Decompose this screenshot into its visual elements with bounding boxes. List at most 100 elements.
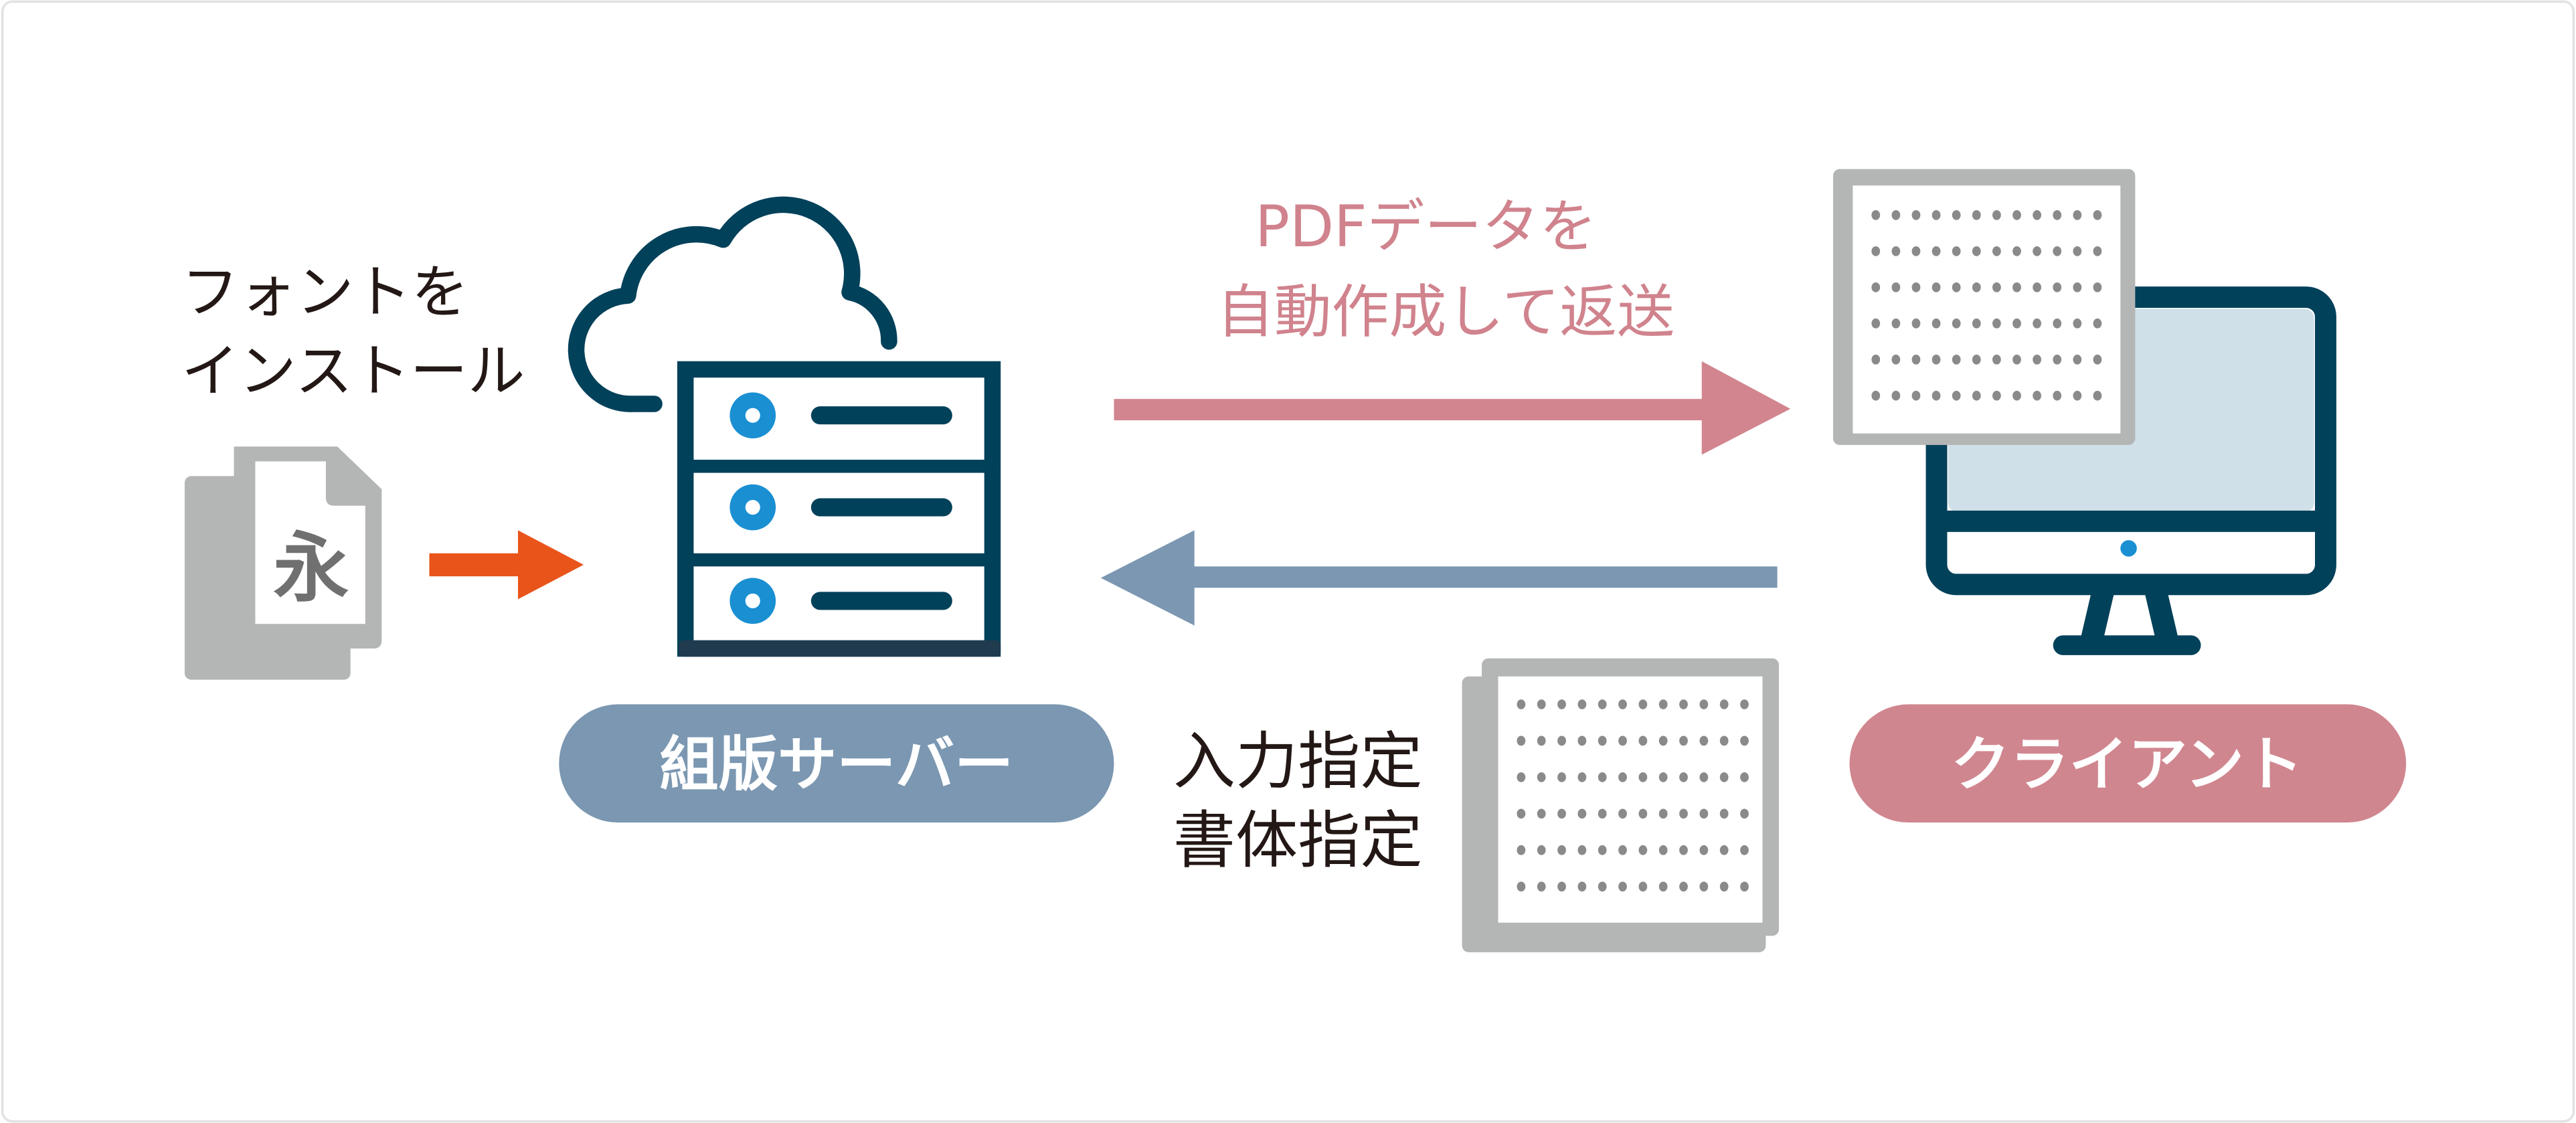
text-dot — [1517, 736, 1526, 746]
text-dot — [2053, 318, 2062, 329]
text-dot — [1931, 282, 1941, 292]
text-dot — [1911, 390, 1921, 401]
text-dot — [1537, 845, 1546, 855]
pdf-return-arrow — [1114, 361, 1791, 455]
text-dot — [1517, 772, 1526, 782]
cloud-icon — [568, 196, 897, 412]
text-dot — [1658, 736, 1668, 746]
request-note-line2: 書体指定 — [1173, 804, 1423, 877]
text-dot — [1517, 808, 1526, 819]
server-label: 組版サーバー — [659, 730, 1013, 799]
text-dot — [1972, 210, 1981, 220]
text-dot — [1931, 246, 1941, 256]
text-dot — [1699, 736, 1709, 746]
text-dot — [2053, 246, 2062, 256]
text-dot — [1891, 246, 1901, 256]
text-dot — [1598, 881, 1607, 892]
text-dot — [1638, 808, 1648, 819]
text-dot — [1911, 318, 1921, 329]
text-dot — [1972, 318, 1981, 329]
text-dot — [1577, 772, 1587, 782]
text-dot — [2033, 246, 2041, 256]
text-dot — [1638, 772, 1648, 782]
install-note-line2: インストール — [181, 338, 525, 405]
text-dot — [1679, 699, 1688, 709]
server-led — [729, 484, 776, 531]
text-dot — [1598, 736, 1607, 746]
text-dot — [1719, 808, 1729, 819]
text-dot — [1871, 210, 1881, 220]
spec-document-icon — [1462, 658, 1780, 952]
font-file-icon: 永 — [184, 446, 382, 680]
text-dot — [1911, 282, 1921, 292]
text-dot — [1557, 736, 1566, 746]
text-dot — [2012, 318, 2021, 329]
text-dot — [1557, 699, 1566, 709]
text-dot — [2033, 318, 2041, 329]
text-dot — [1740, 881, 1749, 892]
text-dot — [2012, 282, 2021, 292]
text-dot — [2073, 390, 2082, 401]
text-dot — [1598, 772, 1607, 782]
text-dot — [1517, 881, 1526, 892]
text-dot — [1557, 881, 1566, 892]
text-dot — [1719, 772, 1729, 782]
client-label: クライアント — [1951, 730, 2303, 799]
install-note-line1: フォントを — [181, 259, 468, 326]
pdf-note-line1: PDFデータを — [1255, 193, 1597, 260]
text-dot — [1972, 354, 1981, 365]
text-dot — [2012, 390, 2021, 401]
text-dot — [1992, 210, 2001, 220]
text-dot — [1952, 318, 1961, 329]
server-led — [729, 392, 776, 439]
text-dot — [1598, 808, 1607, 819]
text-dot — [2073, 318, 2082, 329]
text-dot — [1537, 699, 1546, 709]
text-dot — [1537, 736, 1546, 746]
text-dot — [1679, 881, 1688, 892]
text-dot — [1557, 808, 1566, 819]
text-dot — [2093, 318, 2102, 329]
text-dot — [1871, 282, 1881, 292]
text-dot — [1891, 282, 1901, 292]
text-dot — [1992, 354, 2001, 365]
request-arrow — [1100, 530, 1778, 626]
text-dot — [1577, 736, 1587, 746]
text-dot — [1577, 845, 1587, 855]
pdf-document-icon — [1832, 169, 2136, 445]
text-dot — [1699, 808, 1709, 819]
text-dot — [2033, 390, 2041, 401]
text-dot — [2073, 282, 2082, 292]
text-dot — [1517, 845, 1526, 855]
power-led — [2120, 540, 2137, 557]
text-dot — [1952, 246, 1961, 256]
client-label-pill — [1849, 704, 2407, 823]
text-dot — [1719, 845, 1729, 855]
text-dot — [1618, 772, 1627, 782]
text-dot — [1891, 318, 1901, 329]
text-dot — [2053, 210, 2062, 220]
text-dot — [2033, 354, 2041, 365]
text-dot — [1911, 354, 1921, 365]
text-dot — [1871, 318, 1881, 329]
text-dot — [1952, 282, 1961, 292]
server-label-pill — [559, 704, 1114, 823]
text-dot — [1598, 845, 1607, 855]
text-dot — [1618, 845, 1627, 855]
text-dot — [1952, 390, 1961, 401]
cloud-server-icon — [568, 196, 1001, 657]
text-dot — [1740, 808, 1749, 819]
text-dot — [2053, 390, 2062, 401]
text-dot — [1618, 699, 1627, 709]
text-dot — [2053, 354, 2062, 365]
text-dot — [1952, 210, 1961, 220]
text-dot — [1952, 354, 1961, 365]
text-dot — [1871, 390, 1881, 401]
text-dot — [1598, 699, 1607, 709]
text-dot — [1537, 772, 1546, 782]
text-dot — [1972, 246, 1981, 256]
text-dot — [1537, 808, 1546, 819]
text-dot — [1871, 246, 1881, 256]
text-dot — [1931, 210, 1941, 220]
